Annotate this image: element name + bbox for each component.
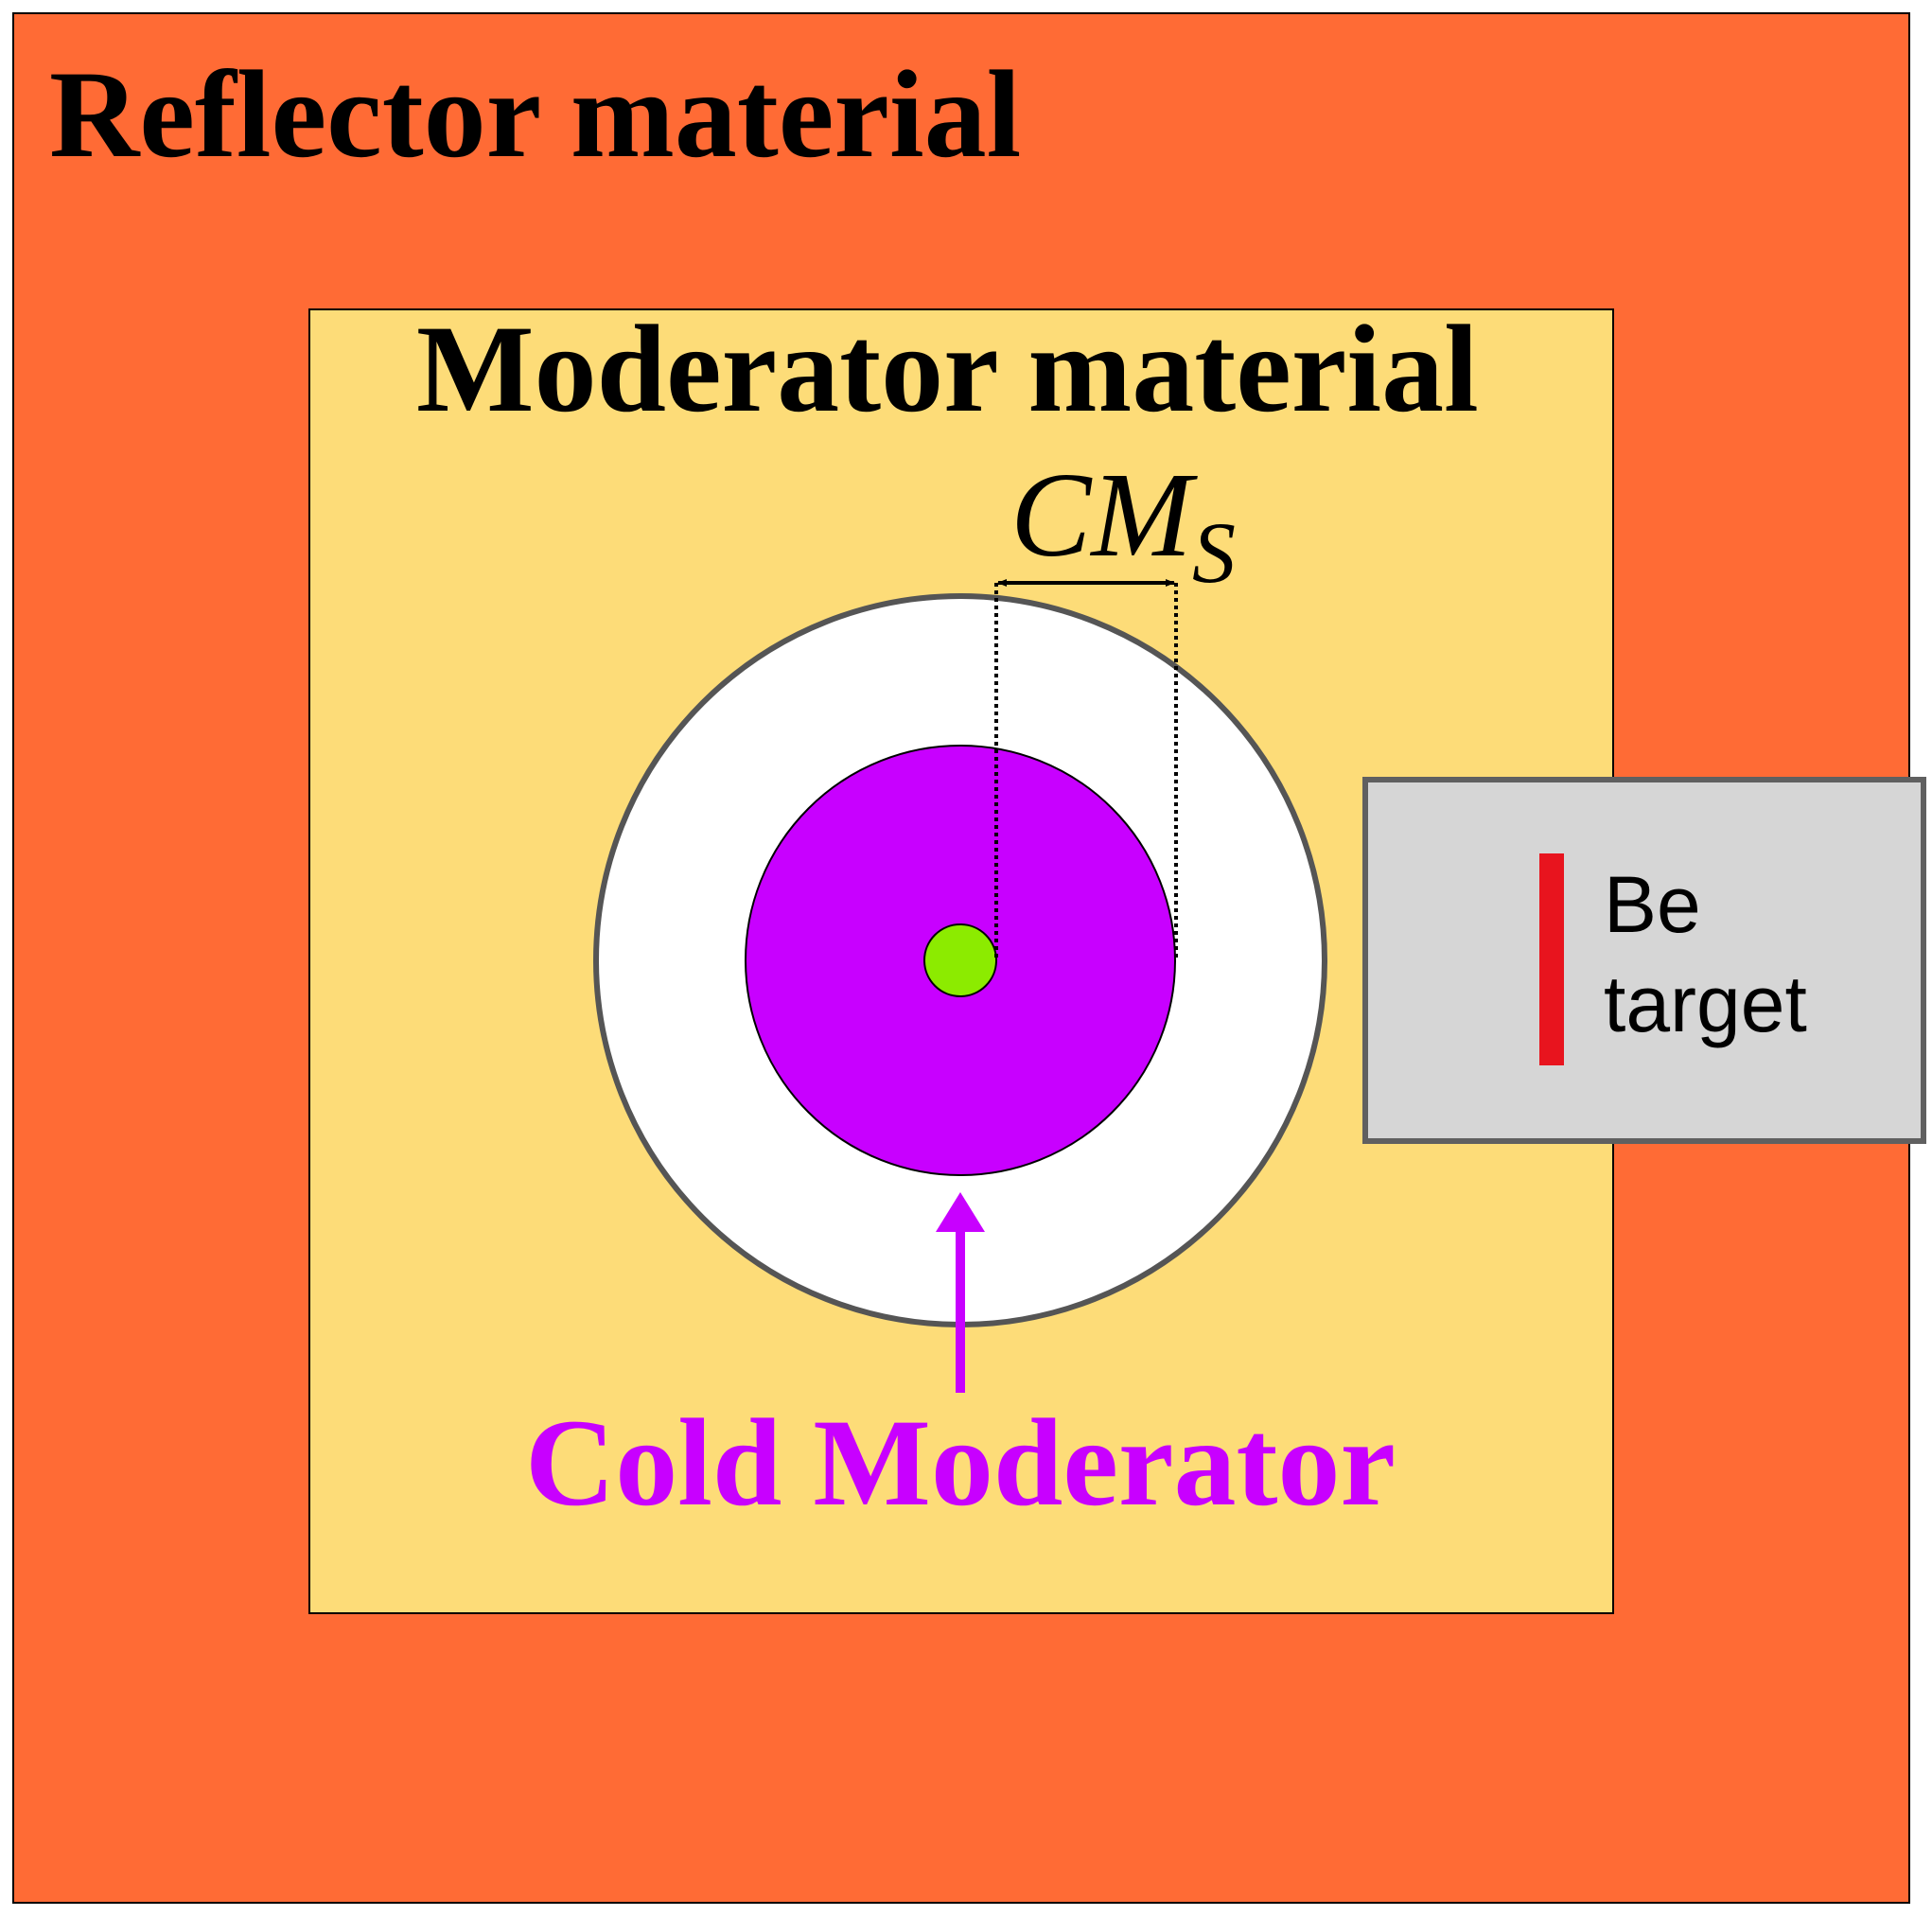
cold-moderator-label: Cold Moderator: [525, 1393, 1396, 1532]
target-housing: [1362, 777, 1926, 1144]
target-label-line1: Be: [1604, 860, 1701, 949]
moderator-label: Moderator material: [416, 299, 1479, 438]
dimension-label: CMS: [1010, 448, 1236, 601]
target-label-line2: target: [1604, 959, 1807, 1048]
dimension-label-main: CM: [1010, 448, 1198, 582]
reflector-label: Reflector material: [49, 44, 1021, 184]
cold-moderator-pointer-head: [936, 1192, 985, 1232]
core-circle: [923, 923, 997, 997]
target-label: Be target: [1604, 860, 1807, 1048]
be-target-bar: [1539, 853, 1564, 1065]
dimension-label-subscript: S: [1192, 504, 1236, 601]
